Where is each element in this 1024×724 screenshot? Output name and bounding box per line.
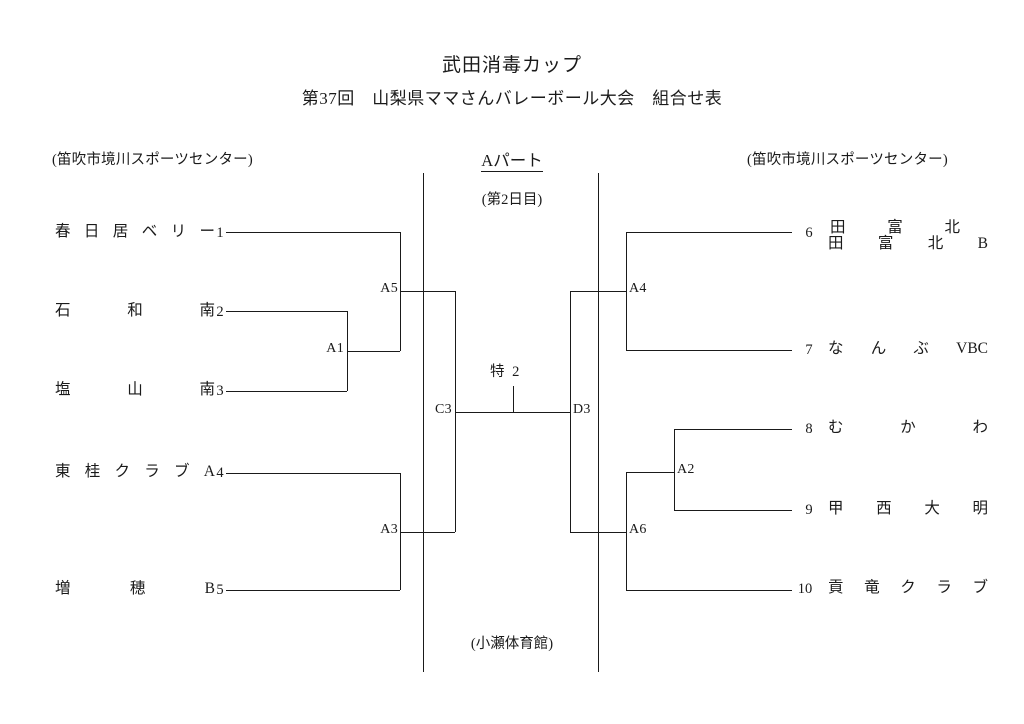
divider-dashed-right bbox=[598, 173, 599, 672]
venue-label-bottom: (小瀬体育館) bbox=[470, 636, 554, 652]
page-subtitle: 第37回 山梨県ママさんバレーボール大会 組合せ表 bbox=[301, 89, 723, 108]
part-title-text: Aパート bbox=[481, 151, 543, 172]
bracket-line-a6-out bbox=[570, 532, 626, 533]
bracket-vertical-c3 bbox=[455, 291, 456, 532]
bracket-vertical-a4 bbox=[626, 232, 627, 350]
team-name-10: 貢竜クラブ bbox=[828, 579, 988, 596]
center-match-label: 特 2 bbox=[490, 364, 522, 380]
bracket-line-seed3 bbox=[226, 391, 347, 392]
team-name-6-line2: 田富北B bbox=[828, 234, 988, 252]
node-label-a6: A6 bbox=[629, 522, 647, 537]
node-label-d3: D3 bbox=[573, 402, 591, 417]
bracket-line-seed8 bbox=[674, 429, 792, 430]
bracket-line-seed10 bbox=[626, 590, 792, 591]
seed-number-10: 10 bbox=[797, 581, 813, 597]
bracket-vertical-a3 bbox=[400, 473, 401, 590]
bracket-line-seed4 bbox=[226, 473, 400, 474]
bracket-line-a4-out bbox=[570, 291, 626, 292]
page-title: 武田消毒カップ bbox=[441, 55, 582, 76]
seed-number-2: 2 bbox=[216, 304, 224, 320]
team-name-2: 石和南 bbox=[55, 302, 215, 319]
team-name-3: 塩山南 bbox=[55, 381, 215, 398]
bracket-line-seed7 bbox=[626, 350, 792, 351]
seed-number-7: 7 bbox=[805, 342, 813, 358]
seed-number-5: 5 bbox=[216, 582, 224, 598]
bracket-line-seed6 bbox=[626, 232, 792, 233]
venue-label-right: (笛吹市境川スポーツセンター) bbox=[747, 152, 948, 168]
part-title: Aパート bbox=[0, 147, 1024, 172]
divider-dashed-left bbox=[423, 173, 424, 672]
team-name-1: 春日居ベリー bbox=[55, 223, 215, 240]
team-name-6-line1: 田富北 bbox=[830, 219, 960, 236]
center-match-tick bbox=[513, 386, 514, 412]
team-name-7: なんぶVBC bbox=[828, 340, 988, 357]
node-label-a3: A3 bbox=[380, 522, 398, 537]
day-label: (第2日目) bbox=[481, 192, 543, 208]
node-label-a1: A1 bbox=[326, 341, 344, 356]
bracket-line-seed9 bbox=[674, 510, 792, 511]
team-name-4: 東桂クラブA bbox=[55, 463, 215, 480]
bracket-line-seed5 bbox=[226, 590, 400, 591]
bracket-vertical-a2 bbox=[674, 429, 675, 510]
bracket-line-seed2 bbox=[226, 311, 347, 312]
seed-number-8: 8 bbox=[805, 421, 813, 437]
node-label-c3: C3 bbox=[435, 402, 452, 417]
team-name-6: 田富北 田富北B bbox=[828, 220, 988, 252]
node-label-a4: A4 bbox=[629, 281, 647, 296]
team-name-5: 増穂B bbox=[55, 580, 215, 597]
bracket-line-c3-to-d3 bbox=[455, 412, 570, 413]
bracket-vertical-a6 bbox=[626, 472, 627, 590]
team-name-9: 甲西大明 bbox=[828, 500, 988, 517]
venue-label-left: (笛吹市境川スポーツセンター) bbox=[52, 152, 253, 168]
bracket-line-a5-out bbox=[400, 291, 455, 292]
seed-number-1: 1 bbox=[216, 225, 224, 241]
bracket-line-a3-out bbox=[400, 532, 455, 533]
bracket-line-a2-out bbox=[626, 472, 674, 473]
node-label-a5: A5 bbox=[380, 281, 398, 296]
bracket-line-a1-out bbox=[347, 351, 400, 352]
bracket-line-seed1 bbox=[226, 232, 400, 233]
seed-number-6: 6 bbox=[805, 225, 813, 241]
bracket-vertical-d3 bbox=[570, 291, 571, 532]
seed-number-4: 4 bbox=[216, 465, 224, 481]
team-name-8: むかわ bbox=[828, 419, 988, 436]
seed-number-9: 9 bbox=[805, 502, 813, 518]
seed-number-3: 3 bbox=[216, 383, 224, 399]
node-label-a2: A2 bbox=[677, 462, 695, 477]
